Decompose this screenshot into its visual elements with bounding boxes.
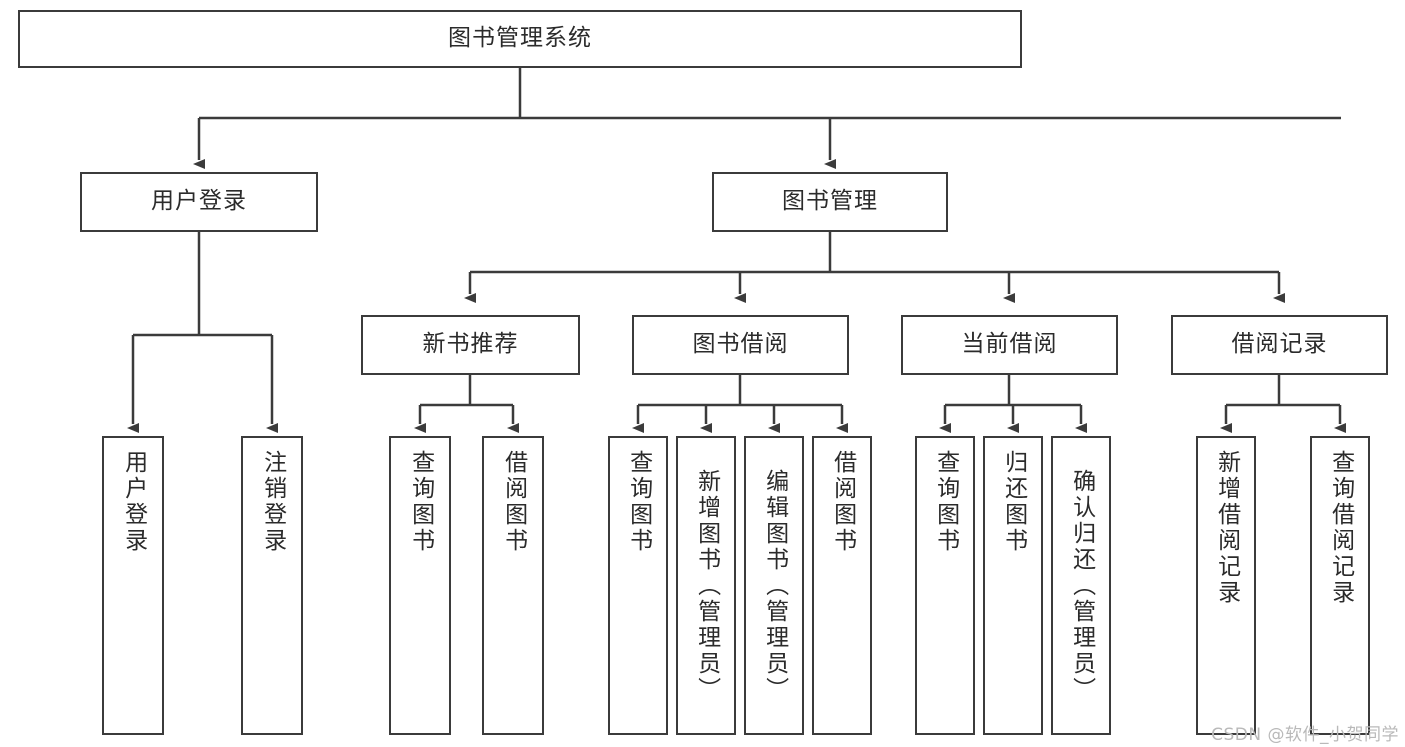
node-label: 新增图书（管理员） xyxy=(693,468,720,703)
node-label: 图书借阅 xyxy=(692,331,789,358)
node-label: 归还图书 xyxy=(1000,450,1027,554)
node-label: 当前借阅 xyxy=(961,331,1058,358)
node-leaf-borrow-book-rec[interactable]: 借阅图书 xyxy=(482,436,544,735)
node-leaf-edit-book-admin[interactable]: 编辑图书（管理员） xyxy=(744,436,804,735)
node-label: 查询借阅记录 xyxy=(1327,450,1354,606)
node-leaf-add-book-admin[interactable]: 新增图书（管理员） xyxy=(676,436,736,735)
node-leaf-query-borrow-record[interactable]: 查询借阅记录 xyxy=(1310,436,1370,735)
node-leaf-query-book[interactable]: 查询图书 xyxy=(608,436,668,735)
node-book-borrow[interactable]: 图书借阅 xyxy=(632,315,849,375)
node-label: 查询图书 xyxy=(407,450,434,554)
node-label: 确认归还（管理员） xyxy=(1068,468,1095,703)
node-leaf-borrow-book[interactable]: 借阅图书 xyxy=(812,436,872,735)
node-user-login[interactable]: 用户登录 xyxy=(80,172,318,232)
node-label: 新增借阅记录 xyxy=(1213,450,1240,606)
node-label: 查询图书 xyxy=(932,450,959,554)
node-leaf-logout[interactable]: 注销登录 xyxy=(241,436,303,735)
node-leaf-query-book-rec[interactable]: 查询图书 xyxy=(389,436,451,735)
node-leaf-user-login[interactable]: 用户登录 xyxy=(102,436,164,735)
node-label: 注销登录 xyxy=(259,450,286,554)
node-current-borrow[interactable]: 当前借阅 xyxy=(901,315,1118,375)
node-book-manage[interactable]: 图书管理 xyxy=(712,172,948,232)
node-new-book-recommend[interactable]: 新书推荐 xyxy=(361,315,580,375)
node-borrow-record[interactable]: 借阅记录 xyxy=(1171,315,1388,375)
node-label: 编辑图书（管理员） xyxy=(761,468,788,703)
node-leaf-return-book[interactable]: 归还图书 xyxy=(983,436,1043,735)
node-leaf-confirm-return-admin[interactable]: 确认归还（管理员） xyxy=(1051,436,1111,735)
node-label: 借阅记录 xyxy=(1231,331,1328,358)
node-label: 查询图书 xyxy=(625,450,652,554)
node-label: 用户登录 xyxy=(120,450,147,554)
node-label: 借阅图书 xyxy=(500,450,527,554)
node-leaf-query-book-cur[interactable]: 查询图书 xyxy=(915,436,975,735)
node-label: 新书推荐 xyxy=(422,331,519,358)
node-label: 图书管理系统 xyxy=(448,25,592,52)
node-label: 图书管理 xyxy=(782,188,878,215)
node-root[interactable]: 图书管理系统 xyxy=(18,10,1022,68)
node-label: 用户登录 xyxy=(151,188,247,215)
node-leaf-add-borrow-record[interactable]: 新增借阅记录 xyxy=(1196,436,1256,735)
node-label: 借阅图书 xyxy=(829,450,856,554)
